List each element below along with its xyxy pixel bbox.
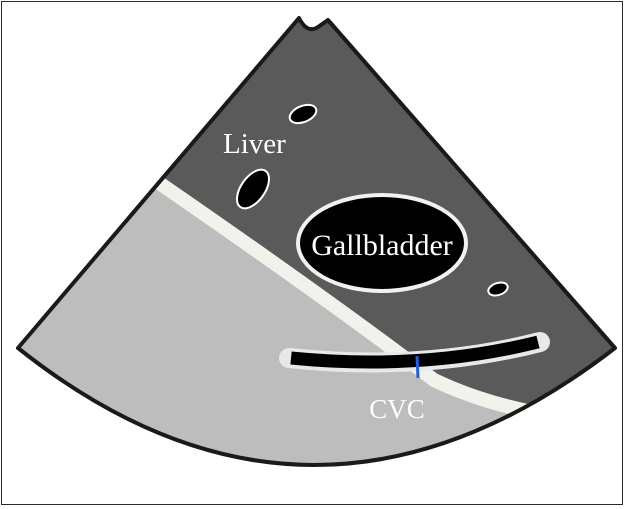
cvc-label: CVC: [369, 394, 425, 424]
ultrasound-diagram: Liver Gallbladder CVC: [2, 2, 622, 504]
catheter-marker: [417, 356, 418, 378]
gallbladder-label: Gallbladder: [311, 229, 453, 262]
liver-label: Liver: [223, 128, 286, 160]
